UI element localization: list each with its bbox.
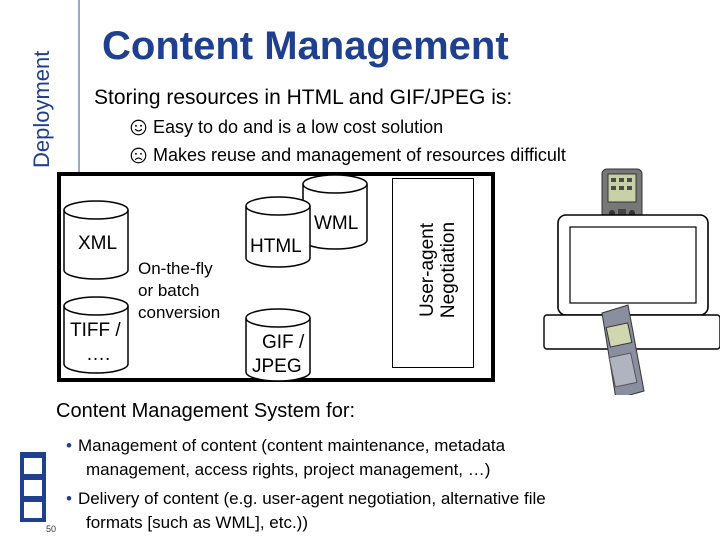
page-title: Content Management — [102, 24, 509, 68]
cms-item-1: • Management of content (content maintena… — [66, 434, 505, 482]
client-devices — [543, 168, 720, 400]
conversion-line-1: On-the-fly — [138, 259, 213, 278]
wml-label: WML — [314, 213, 359, 234]
cms-item-2-line-2: formats [such as WML], etc.)) — [86, 513, 308, 532]
cms-panel — [50, 395, 720, 540]
tiff-label: TIFF / — [70, 320, 121, 341]
cms-item-1-line-1: Management of content (content maintenan… — [77, 436, 506, 455]
con-text: Makes reuse and management of resources … — [153, 145, 566, 165]
subtitle: Storing resources in HTML and GIF/JPEG i… — [94, 86, 513, 109]
xml-cylinder — [63, 200, 129, 280]
tiff-cylinder — [63, 296, 129, 374]
tiff-more-label: …. — [86, 344, 111, 365]
cms-item-2: • Delivery of content (e.g. user-agent ne… — [66, 487, 546, 535]
cms-heading: Content Management System for: — [56, 400, 356, 422]
gif-label: GIF / — [262, 332, 305, 353]
html-cylinder — [245, 196, 311, 268]
conversion-line-2: or batch — [138, 281, 200, 300]
wml-cylinder — [302, 174, 368, 250]
pro-text: Easy to do and is a low cost solution — [153, 117, 444, 137]
pro-bullet: Easy to do and is a low cost solution — [130, 117, 443, 138]
html-label: HTML — [250, 236, 302, 257]
university-logo — [20, 452, 46, 522]
pda-icon — [601, 168, 643, 226]
user-agent-box — [392, 178, 474, 368]
mobile-phone-icon — [601, 304, 645, 400]
user-agent-line-2: Negotiation — [438, 221, 459, 319]
conversion-text: On-the-fly or batch conversion — [138, 258, 220, 324]
conversion-line-3: conversion — [138, 303, 221, 322]
cms-item-1-line-2: management, access rights, project manag… — [86, 460, 491, 479]
user-agent-line-1: User-agent — [417, 223, 438, 317]
jpeg-label: JPEG — [252, 356, 302, 377]
gif-cylinder — [245, 308, 311, 382]
storage-cylinders — [63, 174, 368, 382]
con-bullet: Makes reuse and management of resources … — [130, 145, 566, 166]
cms-item-2-line-1: Delivery of content (e.g. user-agent neg… — [77, 489, 546, 508]
smiley-face-icon — [130, 119, 147, 136]
xml-label: XML — [78, 233, 118, 254]
bullet-icon: • — [66, 489, 72, 508]
page-number: 50 — [46, 524, 57, 534]
bullet-icon: • — [66, 436, 72, 455]
user-agent-label: User-agent Negotiation — [417, 222, 459, 318]
frowning-face-icon — [130, 147, 147, 164]
sidebar-divider — [78, 0, 80, 180]
